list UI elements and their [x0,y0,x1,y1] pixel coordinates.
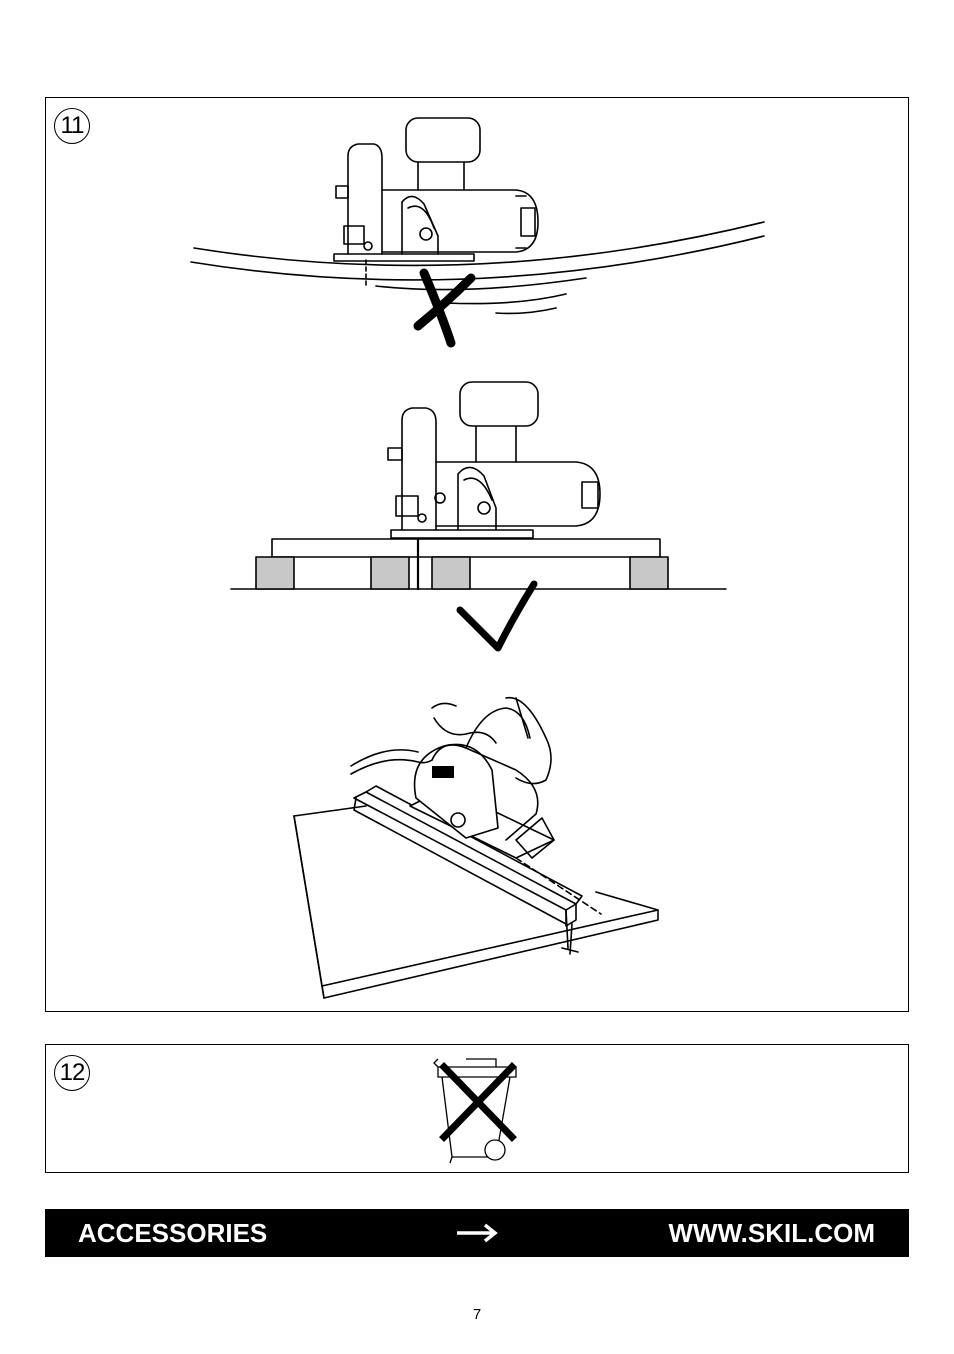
crossed-out-wheelie-bin-icon [46,1045,908,1172]
figure-11-illustration [46,98,908,1011]
website-link[interactable]: WWW.SKIL.COM [668,1218,875,1249]
wrong-cross-icon [418,273,471,343]
saw-on-supported-board-illustration [231,382,726,589]
figure-12-panel: 12 [45,1044,909,1173]
accessories-banner: ACCESSORIES WWW.SKIL.COM [45,1209,909,1257]
accessories-label: ACCESSORIES [78,1218,267,1249]
correct-checkmark-icon [460,584,534,648]
saw-with-guide-rail-illustration [294,698,658,998]
saw-on-bent-board-illustration [191,118,764,313]
right-arrow-icon [455,1219,499,1247]
figure-11-panel: 11 [45,97,909,1012]
page-number: 7 [0,1306,954,1323]
